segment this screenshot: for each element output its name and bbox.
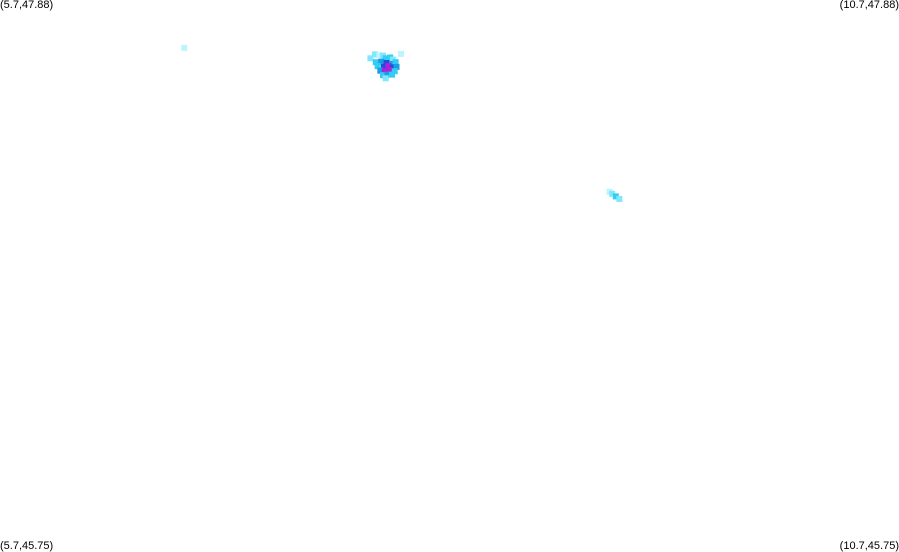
heat-cell: [367, 55, 374, 62]
heat-cell: [377, 67, 384, 74]
heat-cell: [392, 59, 399, 66]
corner-label-top-left: (5.7,47.88): [0, 0, 54, 11]
corner-label-bottom-left: (5.7,45.75): [0, 540, 54, 552]
heat-cell: [371, 51, 378, 58]
heat-cell: [181, 44, 188, 51]
heat-cell: [612, 193, 619, 200]
heat-cell: [389, 71, 395, 78]
heat-cell: [382, 55, 389, 62]
heat-cell: [609, 190, 616, 197]
corner-label-bottom-right: (10.7,45.75): [839, 540, 899, 552]
heat-cell: [398, 50, 404, 57]
heat-cell: [381, 68, 388, 75]
heat-cell: [380, 72, 386, 79]
heat-cell: [376, 52, 383, 59]
heat-cell: [374, 63, 381, 70]
heat-cell: [389, 64, 396, 71]
heat-cell: [382, 75, 389, 82]
heat-cell: [378, 58, 385, 65]
heat-cell: [391, 68, 398, 75]
heat-cell: [389, 61, 395, 67]
heat-cell: [386, 67, 393, 73]
heat-cell: [384, 71, 391, 78]
heat-cell: [383, 60, 390, 66]
heat-cell: [616, 196, 623, 202]
heat-cell: [393, 63, 400, 70]
heat-cell: [380, 63, 387, 70]
corner-label-top-right: (10.7,47.88): [839, 0, 899, 11]
heat-cell: [372, 59, 379, 66]
heat-cell: [385, 63, 392, 70]
